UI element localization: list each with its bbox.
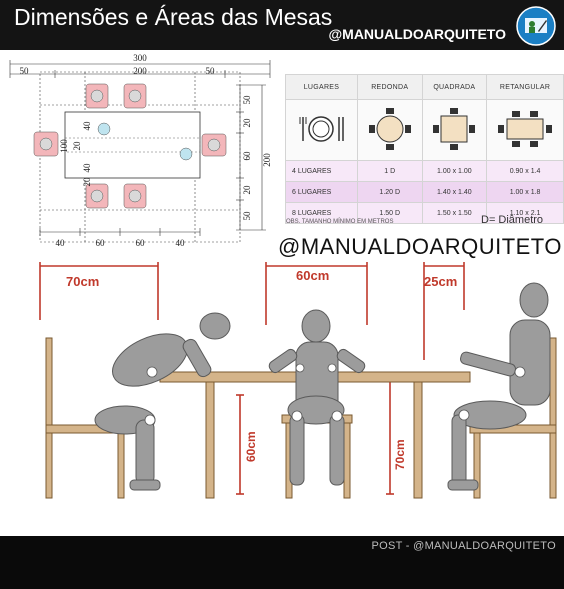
plan-dim-bottom-40a: 40 [56,238,66,248]
row-8-lugares: 8 LUGARES [285,202,358,224]
cell-6-quadrada: 1.40 x 1.40 [421,181,488,203]
plan-dim-right-5: 50 [242,211,252,221]
table-note: OBS. TAMANHO MÍNIMO EM METROS [286,219,394,225]
dim-label-60: 60cm [296,268,329,283]
plan-dim-bottom-40b: 40 [176,238,186,248]
plan-dim-top-left: 50 [20,66,30,76]
cell-8-quadrada: 1.50 x 1.50 [421,202,488,224]
height-label-70: 70cm [393,439,407,470]
plan-dim-top-total: 300 [133,53,147,63]
row-6-lugares: 6 LUGARES [285,181,358,203]
round-table-icon [368,108,411,150]
plan-dim-inner-20a: 20 [72,141,82,151]
plan-dim-top-mid: 200 [133,66,147,76]
cell-8-redonda: 1.50 D [356,202,423,224]
table-floor-plan: 300 50 200 50 200 50 20 60 20 50 100 20 … [9,53,272,248]
col-header-lugares: LUGARES [285,74,358,100]
cell-8-retangular: 1.10 x 2.1 [486,202,564,224]
footer-bar: POST - @MANUALDOARQUITETO [0,536,564,589]
plan-dim-right-total: 200 [262,153,272,167]
table-elevation-scene: 70cm 60cm 25cm 60cm 70cm [39,262,557,499]
plan-dim-bottom-60b: 60 [136,238,146,248]
cell-4-quadrada: 1.00 x 1.00 [421,160,488,182]
page-title: Dimensões e Áreas das Mesas [14,4,333,30]
footer-credit: POST - @MANUALDOARQUITETO [371,540,556,552]
header-bar: Dimensões e Áreas das Mesas @MANUALDOARQ… [0,0,564,50]
rectangular-table-icon [498,111,553,147]
square-table-icon [433,108,476,150]
plan-dim-inner-40a: 40 [82,121,92,131]
table-sizes: LUGARES REDONDA QUADRADA RETANGULAR [285,74,564,224]
plan-dim-inner-40b: 40 [82,163,92,173]
cell-6-retangular: 1.00 x 1.8 [486,181,564,203]
plan-dim-inner-100: 100 [59,139,69,153]
col-header-retangular: RETANGULAR [486,74,564,100]
dim-label-25: 25cm [424,274,457,289]
watermark-handle: @MANUALDOARQUITETO [278,234,562,259]
place-setting-icon [299,116,345,142]
height-label-60: 60cm [244,431,258,462]
dim-label-70: 70cm [66,274,99,289]
plan-dim-right-2: 20 [242,118,252,128]
plan-dim-right-4: 20 [242,185,252,195]
plan-dim-inner-20b: 20 [82,177,92,187]
header-handle: @MANUALDOARQUITETO [328,26,507,42]
plan-dim-right-3: 60 [242,151,252,161]
plan-dim-top-right: 50 [206,66,216,76]
col-header-quadrada: QUADRADA [421,74,488,100]
plan-dim-right-1: 50 [242,95,252,105]
logo-icon [516,6,556,46]
cell-4-redonda: 1 D [356,160,423,182]
cell-4-retangular: 0.90 x 1.4 [486,160,564,182]
diameter-legend: D= Diâmetro [481,214,544,226]
cell-6-redonda: 1.20 D [356,181,423,203]
plan-dim-bottom-60a: 60 [96,238,106,248]
row-4-lugares: 4 LUGARES [285,160,358,182]
col-header-redonda: REDONDA [356,74,423,100]
